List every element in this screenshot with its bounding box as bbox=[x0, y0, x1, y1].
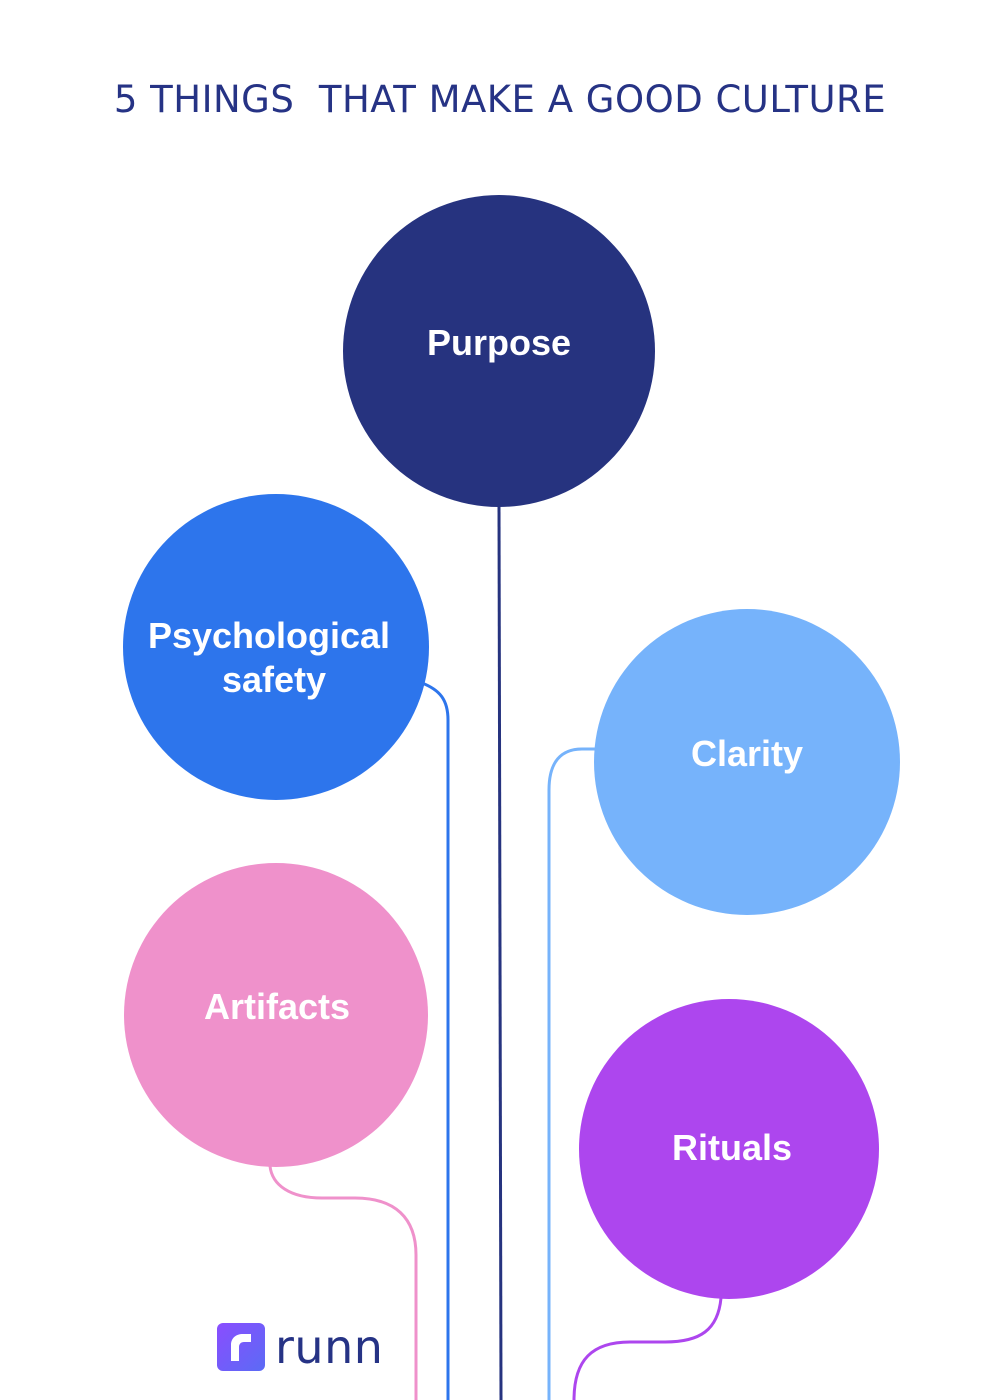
node-clarity: Clarity bbox=[594, 609, 900, 915]
node-psychological-safety: Psychological safety bbox=[123, 494, 429, 800]
artifacts-stem bbox=[268, 1165, 418, 1400]
purpose-stem bbox=[497, 504, 503, 1400]
node-circle bbox=[343, 195, 655, 507]
logo-wordmark: runn bbox=[275, 1320, 384, 1374]
node-label: Artifacts bbox=[204, 986, 350, 1027]
node-label-line: Clarity bbox=[691, 733, 803, 774]
rituals-stem bbox=[572, 1297, 723, 1400]
node-label: Clarity bbox=[691, 733, 803, 774]
node-purpose: Purpose bbox=[343, 195, 655, 507]
node-circle bbox=[124, 863, 428, 1167]
node-artifacts: Artifacts bbox=[124, 863, 428, 1167]
node-circle bbox=[579, 999, 879, 1299]
node-rituals: Rituals bbox=[579, 999, 879, 1299]
node-label-line: safety bbox=[222, 659, 326, 700]
connector-lines bbox=[268, 504, 723, 1400]
node-label-line: Purpose bbox=[427, 322, 571, 363]
clarity-stem bbox=[547, 747, 597, 1400]
node-label-line: Artifacts bbox=[204, 986, 350, 1027]
node-label: Purpose bbox=[427, 322, 571, 363]
psychological-safety-stem bbox=[421, 681, 450, 1400]
node-label: Rituals bbox=[672, 1127, 792, 1168]
node-label-line: Psychological bbox=[148, 615, 390, 656]
node-circle bbox=[594, 609, 900, 915]
runn-logo: runn bbox=[217, 1322, 383, 1372]
node-label: Psychological safety bbox=[148, 615, 400, 700]
runn-logo-icon bbox=[217, 1323, 265, 1371]
node-circle bbox=[123, 494, 429, 800]
page-title: 5 THINGS THAT MAKE A GOOD CULTURE bbox=[113, 78, 887, 121]
node-label-line: Rituals bbox=[672, 1127, 792, 1168]
